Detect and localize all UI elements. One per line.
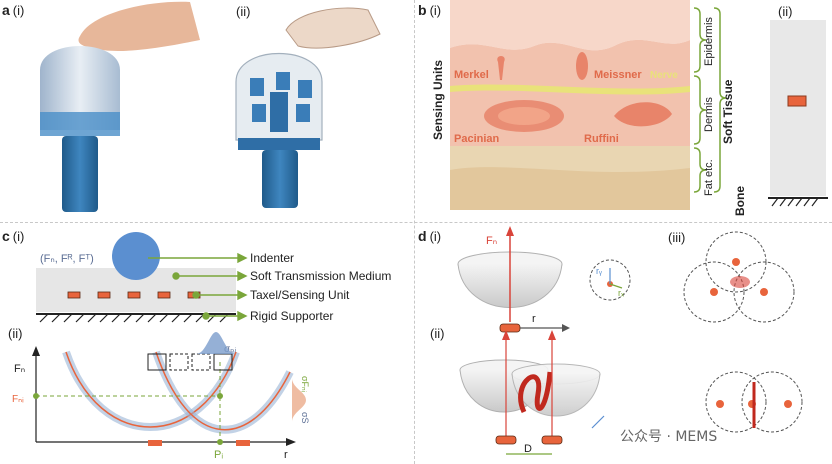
r-label: r <box>532 313 536 325</box>
bowl-icon-3 <box>511 373 601 417</box>
pi-label: Pᵢ <box>214 449 223 461</box>
panel-c-label: c(i) <box>2 228 25 244</box>
taxel-dots-1 <box>710 258 768 296</box>
response-curve-2 <box>155 351 291 431</box>
panel-a-illustration <box>40 1 381 212</box>
dermis-label: Dermis <box>703 97 715 132</box>
coord-circle <box>589 259 631 301</box>
forces-label: (Fₙ, Fᴿ, Fᵀ) <box>40 253 94 265</box>
panel-b-label: b(i) <box>418 2 442 18</box>
meissner-label: Meissner <box>594 69 642 81</box>
vertical-divider <box>414 0 415 464</box>
ruffini-label: Ruffini <box>584 133 619 145</box>
rx-label: rₓ <box>618 288 624 298</box>
epidermis-layer <box>450 0 690 51</box>
response-ribbon <box>518 371 553 414</box>
panel-d-ii-label: (ii) <box>430 326 445 341</box>
panel-d-illustration: Fₙ r rᵧ rₓ D <box>457 226 803 455</box>
response-curve-1 <box>65 351 237 428</box>
panel-c-illustration: (Fₙ, Fᴿ, Fᵀ) Indenter Soft Transmission … <box>12 232 391 461</box>
panel-a-ii-label: (ii) <box>236 4 251 19</box>
contact-region <box>730 276 750 288</box>
ruffini-icon <box>614 102 672 127</box>
sensor-dome-icon <box>40 46 120 130</box>
pacinian-icon <box>484 100 564 132</box>
fni-label: Fₙᵢ <box>12 394 24 405</box>
merkel-icon <box>497 56 505 80</box>
rigid-hatch-icon <box>39 313 229 323</box>
ry-label: rᵧ <box>596 266 602 276</box>
indenter-label: Indenter <box>250 251 294 265</box>
fn-label: Fₙ <box>486 235 497 247</box>
sigma-pi-label: σₚᵢ <box>224 344 236 355</box>
panel-c-ii-label: (ii) <box>8 326 23 341</box>
merkel-label: Merkel <box>454 69 489 81</box>
finger-icon <box>78 1 200 51</box>
fat-label: Fat etc. <box>703 159 715 196</box>
leader-lines <box>148 252 248 322</box>
indenter-icon <box>112 232 160 280</box>
pacinian-label: Pacinian <box>454 133 500 145</box>
sigma-fni-distribution <box>292 378 306 422</box>
inset-finger-icon <box>285 7 381 49</box>
nerve-label: Nerve <box>650 70 678 81</box>
epidermis-label: Epidermis <box>703 17 715 66</box>
layer-braces <box>693 7 727 193</box>
sensing-units-label: Sensing Units <box>431 60 445 140</box>
bone-label: Bone <box>733 186 747 216</box>
sigma-fni-label: σFₙᵢ <box>300 376 310 392</box>
panel-b-ii-label: (ii) <box>778 4 793 19</box>
panel-d-iii-label: (iii) <box>668 230 686 245</box>
panel-a-label: a(i) <box>2 2 25 18</box>
d-distance-label: D <box>524 443 532 455</box>
meissner-icon <box>576 52 588 80</box>
medium-label: Soft Transmission Medium <box>250 269 391 283</box>
ground-hatch-icon <box>771 197 819 207</box>
watermark: 公众号 · MEMS <box>620 429 718 445</box>
horizontal-divider <box>0 222 832 223</box>
overlap-circles-2 <box>705 371 803 433</box>
sigma-s-label: σS <box>300 412 310 424</box>
r-axis-label: r <box>284 449 288 461</box>
overlap-circles-1 <box>683 231 795 323</box>
rigid-label: Rigid Supporter <box>250 309 333 323</box>
panel-d-label: d(i) <box>418 228 442 244</box>
sensing-unit-icon <box>787 95 807 107</box>
nerve-line <box>450 84 690 95</box>
fn-axis-label: Fₙ <box>14 363 25 375</box>
soft-tissue-label: Soft Tissue <box>721 79 735 144</box>
sensor-stem-icon <box>62 136 98 212</box>
sigma-pi-distribution <box>196 332 236 354</box>
soft-tissue-block <box>770 20 826 196</box>
panel-b-illustration: Merkel Meissner Nerve Pacinian Ruffini S… <box>431 0 828 216</box>
taxel-label: Taxel/Sensing Unit <box>250 288 350 302</box>
